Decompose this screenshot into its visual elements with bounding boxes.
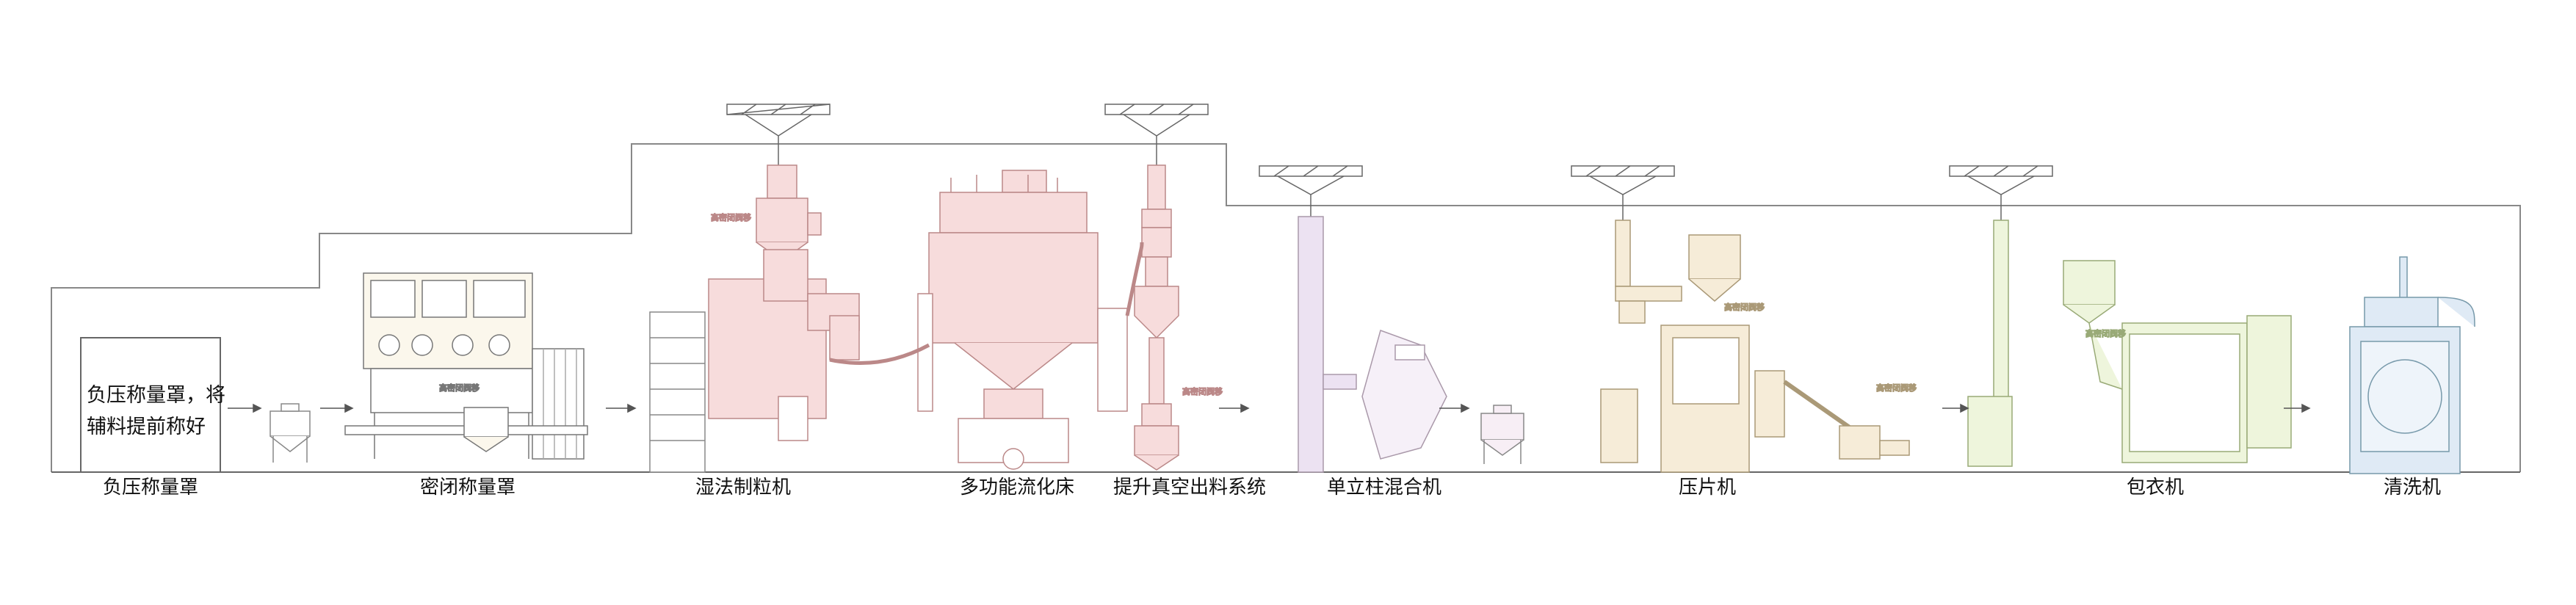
station-label-1: 负压称量罩 xyxy=(103,477,198,499)
transfer-bin-1 xyxy=(269,403,311,463)
fluid-bed xyxy=(917,170,1128,470)
valve-label-tablet-top: 高密闭阀移 xyxy=(1724,302,1765,312)
vacuum-lift-discharge: 高密闭阀移 xyxy=(1134,164,1223,471)
valve-label-vacuum: 高密闭阀移 xyxy=(1182,386,1223,396)
ceiling-mount-coater xyxy=(1949,165,2053,220)
station-labels: 负压称量罩 密闭称量罩 湿法制粒机 多功能流化床 提升真空出料系统 单立柱混合机… xyxy=(103,477,2441,499)
station-label-7: 压片机 xyxy=(1679,477,1736,499)
station-label-2: 密闭称量罩 xyxy=(420,477,515,499)
station-label-4: 多功能流化床 xyxy=(960,477,1074,499)
flow-arrow-1 xyxy=(228,403,262,413)
valve-label-granulator: 高密闭阀移 xyxy=(711,212,751,222)
ceiling-mount-tablet xyxy=(1571,165,1675,220)
valve-label-coater: 高密闭阀移 xyxy=(2085,328,2126,338)
coating-machine: 高密闭阀移 xyxy=(1967,220,2292,467)
transfer-pipe-granulator-to-fluid-bed xyxy=(829,343,930,365)
ceiling-mount-vacuum xyxy=(1104,104,1209,165)
building-outline xyxy=(51,143,2521,472)
wet-granulator: 高密闭阀移 xyxy=(649,164,860,473)
valve-label-tablet-right: 高密闭阀移 xyxy=(1876,383,1917,393)
flow-arrow-5 xyxy=(1439,403,1470,413)
flow-arrow-7 xyxy=(2284,403,2311,413)
flow-arrow-4 xyxy=(1219,403,1250,413)
tablet-press: 高密闭阀移 高密闭阀移 xyxy=(1600,220,1917,473)
flow-arrow-2 xyxy=(320,403,354,413)
station-label-9: 清洗机 xyxy=(2384,477,2441,499)
transfer-bin-2 xyxy=(1480,405,1524,464)
negative-pressure-booth: 负压称量罩，将 辅料提前称好 xyxy=(80,337,225,473)
transfer-pipe-fluid-bed-to-vacuum xyxy=(1125,242,1144,316)
flow-arrow-3 xyxy=(606,403,637,413)
single-column-mixer xyxy=(1298,216,1447,473)
station-label-5: 提升真空出料系统 xyxy=(1113,477,1266,499)
flow-arrow-6 xyxy=(1942,403,1969,413)
note-line-1: 负压称量罩，将 xyxy=(87,384,225,407)
valve-label-weighing: 高密闭阀移 xyxy=(439,383,480,393)
station-label-6: 单立柱混合机 xyxy=(1327,477,1441,499)
station-label-8: 包衣机 xyxy=(2127,477,2184,499)
ceiling-mount-granulator xyxy=(726,104,831,169)
flow-arrows xyxy=(228,403,2311,413)
station-label-3: 湿法制粒机 xyxy=(695,477,791,499)
washing-machine xyxy=(2349,256,2475,474)
ceiling-mounts xyxy=(726,104,2053,220)
closed-weighing-booth: 高密闭阀移 xyxy=(344,272,588,460)
note-line-2: 辅料提前称好 xyxy=(87,416,206,438)
ceiling-mount-mixer xyxy=(1259,165,1363,217)
